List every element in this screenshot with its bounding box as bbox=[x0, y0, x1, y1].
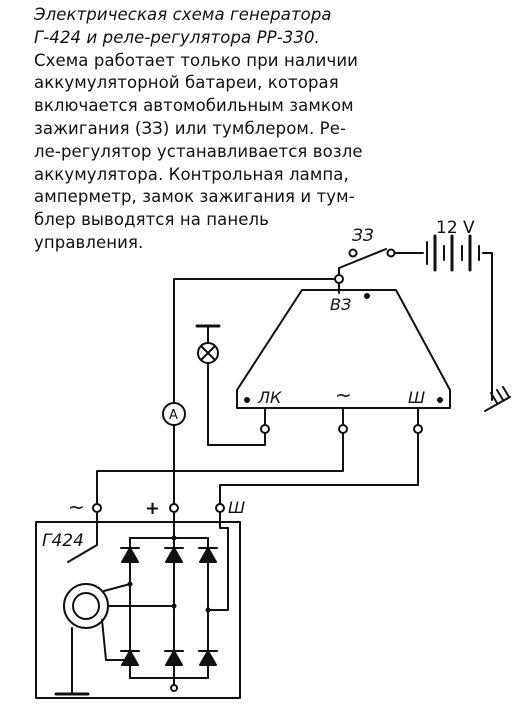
gen-ac-wire bbox=[67, 511, 98, 563]
vz-terminal bbox=[334, 274, 344, 284]
wire-field bbox=[219, 432, 419, 505]
regulator-vz-dot bbox=[364, 293, 370, 299]
regulator-vz-label: ВЗ bbox=[330, 295, 351, 314]
diode-lower-2 bbox=[164, 650, 184, 666]
battery-12v bbox=[426, 234, 480, 272]
gen-plus-terminal bbox=[169, 503, 179, 513]
voltage-regulator-body bbox=[236, 289, 451, 409]
stator-winding-inner bbox=[72, 592, 100, 620]
regulator-sh-dot bbox=[437, 397, 443, 403]
caption-body-line-9: управления. bbox=[34, 232, 144, 252]
caption-title-line-1: Электрическая схема генератора bbox=[34, 5, 332, 24]
regulator-sh-label: Ш bbox=[408, 388, 425, 407]
regulator-lk-label: ЛК bbox=[257, 388, 282, 407]
caption-body-line-1: Схема работает только при наличии bbox=[34, 50, 359, 70]
caption-body-line-8: блер выводятся на панель bbox=[34, 210, 270, 230]
diode-upper-3 bbox=[198, 547, 218, 563]
ac-terminal bbox=[338, 424, 348, 434]
wire-ac bbox=[96, 432, 344, 505]
ammeter-label: A bbox=[169, 408, 178, 423]
wire-vz-ammeter bbox=[173, 278, 336, 403]
caption-body-line-7: амперметр, замок зажигания и тум- bbox=[34, 187, 355, 207]
caption-body-line-6: аккумулятора. Контрольная лампа, bbox=[34, 164, 349, 184]
wire-lamp-lk bbox=[207, 362, 266, 446]
gen-plus-label: + bbox=[145, 498, 160, 519]
generator-housing bbox=[35, 521, 241, 699]
caption-body-line-4: зажигания (ЗЗ) или тумблером. Ре- bbox=[34, 118, 347, 138]
caption-body-line-3: включается автомобильным замком bbox=[34, 96, 354, 116]
diode-lower-3 bbox=[198, 650, 218, 666]
caption-body-line-5: ле-регулятор устанавливается возле bbox=[34, 141, 363, 161]
gen-ac-terminal bbox=[92, 503, 102, 513]
diode-upper-1 bbox=[120, 547, 140, 563]
indicator-lamp bbox=[197, 342, 219, 364]
generator-label: Г424 bbox=[42, 531, 84, 551]
lk-terminal bbox=[260, 424, 270, 434]
wire-battery-ground bbox=[482, 252, 493, 401]
caption-body-line-2: аккумуляторной батареи, которая bbox=[34, 73, 339, 93]
ground-symbol bbox=[484, 386, 511, 412]
regulator-lk-dot bbox=[244, 397, 250, 403]
caption-title-line-2: Г-424 и реле-регулятора РР-330. bbox=[34, 27, 320, 47]
diode-upper-2 bbox=[164, 547, 184, 563]
switch-label: ЗЗ bbox=[352, 226, 374, 246]
battery-label: 12 V bbox=[436, 218, 475, 238]
regulator-ac-label: ~ bbox=[335, 383, 352, 407]
diagram-caption: Электрическая схема генератора Г-424 и р… bbox=[34, 4, 394, 255]
gen-sh-terminal bbox=[215, 503, 225, 513]
sh-terminal bbox=[413, 424, 423, 434]
gen-field-wire bbox=[207, 511, 229, 611]
gen-sh-label: Ш bbox=[228, 498, 245, 517]
gen-ac-label: ~ bbox=[68, 495, 85, 519]
ignition-switch bbox=[338, 248, 396, 269]
